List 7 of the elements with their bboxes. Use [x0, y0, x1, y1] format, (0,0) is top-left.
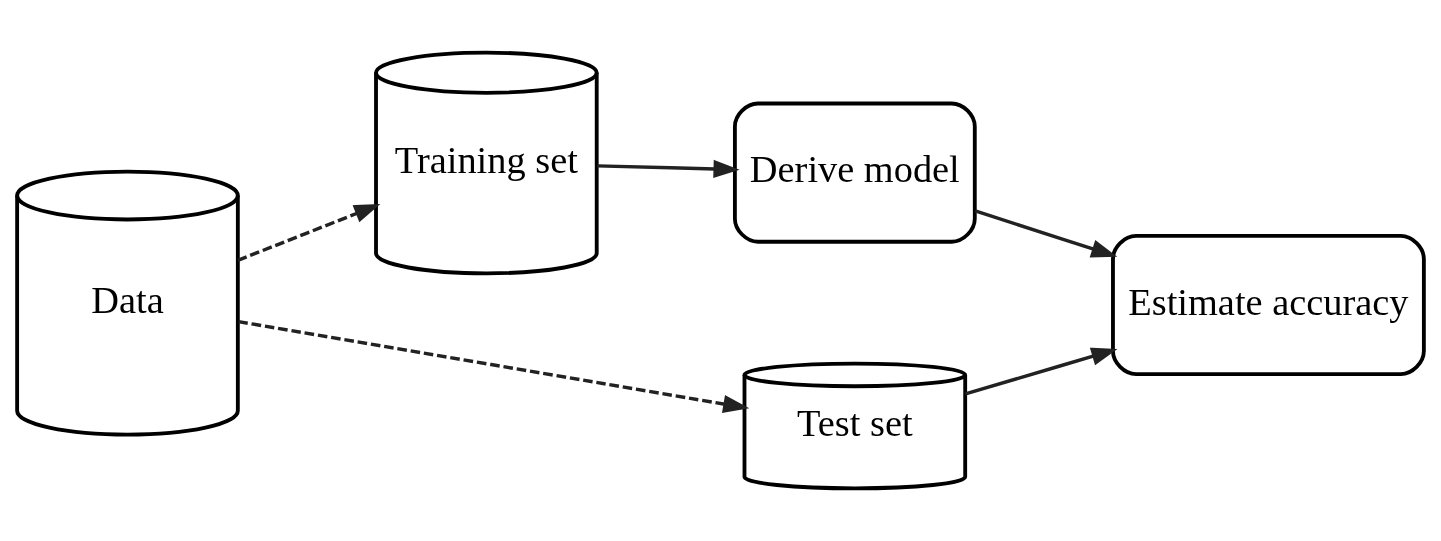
- node-box: Estimate accuracy: [1111, 234, 1426, 377]
- arrow: [237, 204, 381, 262]
- arrow: [965, 347, 1118, 396]
- arrow: [238, 319, 750, 413]
- node-box: Derive model: [732, 101, 977, 244]
- arrow: [597, 159, 740, 179]
- arrow: [974, 209, 1118, 258]
